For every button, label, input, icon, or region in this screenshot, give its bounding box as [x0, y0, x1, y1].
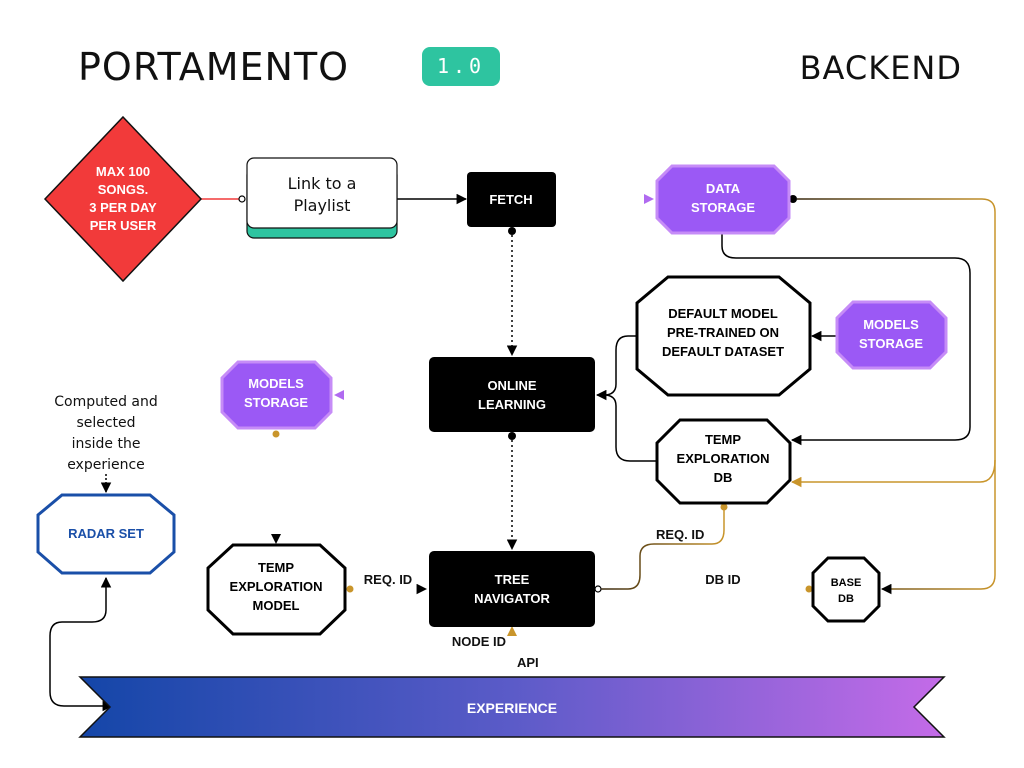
node-playlist: Link to a Playlist: [246, 157, 398, 239]
section-title: BACKEND: [800, 49, 962, 87]
edge-tree-tempdb: [601, 510, 725, 590]
node-temp-db: TEMP EXPLORATION DB: [655, 418, 792, 505]
edge-tree-basedb-port: [805, 585, 813, 593]
edge-label-api: API: [517, 655, 539, 670]
edge-tempdb-online: [603, 394, 656, 462]
node-default-model: DEFAULT MODEL PRE-TRAINED ON DEFAULT DAT…: [635, 275, 812, 397]
node-temp-model: TEMP EXPLORATION MODEL: [206, 543, 347, 636]
page-title: PORTAMENTO: [78, 45, 349, 89]
node-limit: MAX 100 SONGS. 3 PER DAY PER USER: [43, 115, 203, 283]
node-playlist-line2: Playlist: [294, 196, 351, 215]
node-radar-set: RADAR SET: [36, 493, 176, 575]
node-online-learning: ONLINE LEARNING: [429, 357, 595, 432]
node-tree-navigator-line2: NAVIGATOR: [474, 591, 550, 606]
edge-limit-playlist-port: [238, 195, 246, 203]
edge-experience-tree-arrow: [507, 626, 517, 636]
node-models-storage-right: MODELS STORAGE: [835, 300, 948, 370]
edge-tempmodel-tree-port: [346, 585, 354, 593]
node-experience-label: EXPERIENCE: [467, 700, 557, 716]
version-text: 1.0: [437, 54, 485, 78]
node-online-learning-line1: ONLINE: [487, 378, 536, 393]
node-online-learning-line2: LEARNING: [478, 397, 546, 412]
node-fetch-label: FETCH: [489, 192, 532, 207]
edge-online-tree-port: [508, 432, 516, 440]
edge-label-req-id-top: REQ. ID: [656, 527, 704, 542]
edge-tree-tempdb-port: [720, 503, 728, 511]
node-temp-model-line1: TEMP: [258, 560, 294, 575]
node-data-storage: DATA STORAGE: [655, 164, 791, 235]
version-badge: 1.0: [422, 47, 500, 86]
node-data-storage-line1: DATA: [706, 181, 741, 196]
edge-datastorage-basedb: [797, 198, 996, 595]
note-line3: inside the: [72, 436, 141, 452]
edge-label-req-id-left: REQ. ID: [364, 572, 412, 587]
node-experience: EXPERIENCE: [78, 676, 946, 738]
node-default-model-line3: DEFAULT DATASET: [662, 344, 784, 359]
node-playlist-line1: Link to a: [288, 174, 357, 193]
node-radar-set-label: RADAR SET: [68, 526, 144, 541]
edge-tree-port-right: [594, 585, 602, 593]
node-temp-db-line3: DB: [714, 470, 733, 485]
note-line2: selected: [76, 415, 135, 431]
edge-datastorage-tempdb-loop: [721, 233, 971, 446]
edge-label-node-id: NODE ID: [452, 634, 506, 649]
node-limit-line2: SONGS.: [98, 182, 149, 197]
edge-datastorage-port: [789, 195, 797, 203]
note-line1: Computed and: [54, 394, 158, 410]
edge-modelsleft-tempmodel-arrow: [271, 534, 281, 544]
node-models-storage-left-line1: MODELS: [248, 376, 304, 391]
node-default-model-line2: PRE-TRAINED ON: [667, 325, 779, 340]
node-default-model-line1: DEFAULT MODEL: [668, 306, 778, 321]
node-tree-navigator-line1: TREE: [495, 572, 530, 587]
node-temp-db-line2: EXPLORATION: [677, 451, 770, 466]
note-computed: Computed and selected inside the experie…: [54, 394, 158, 473]
node-tree-navigator: TREE NAVIGATOR: [429, 551, 595, 627]
edge-datastorage-tempdb: [790, 459, 996, 488]
node-models-storage-left-line2: STORAGE: [244, 395, 308, 410]
edge-fetch-datastorage-arrow: [644, 194, 654, 204]
node-data-storage-line2: STORAGE: [691, 200, 755, 215]
node-models-storage-left: MODELS STORAGE: [220, 360, 333, 430]
edge-label-db-id: DB ID: [705, 572, 740, 587]
node-temp-model-line2: EXPLORATION: [230, 579, 323, 594]
node-models-storage-right-line2: STORAGE: [859, 336, 923, 351]
node-models-storage-right-line1: MODELS: [863, 317, 919, 332]
node-temp-model-line3: MODEL: [253, 598, 300, 613]
node-limit-line3: 3 PER DAY: [89, 200, 157, 215]
node-base-db-line1: BASE: [831, 577, 862, 589]
note-line4: experience: [67, 457, 145, 473]
node-limit-line1: MAX 100: [96, 164, 150, 179]
edge-online-modelsleft-arrow: [334, 390, 344, 400]
node-temp-db-line1: TEMP: [705, 432, 741, 447]
node-base-db-line2: DB: [838, 593, 854, 605]
edge-fetch-online-port: [508, 227, 516, 235]
edge-default-online: [595, 335, 636, 401]
node-limit-line4: PER USER: [90, 218, 157, 233]
edge-modelsleft-tempmodel-port: [272, 430, 280, 438]
edge-radar-experience: [49, 576, 114, 712]
node-fetch: FETCH: [467, 172, 556, 227]
node-base-db: BASE DB: [811, 556, 881, 623]
